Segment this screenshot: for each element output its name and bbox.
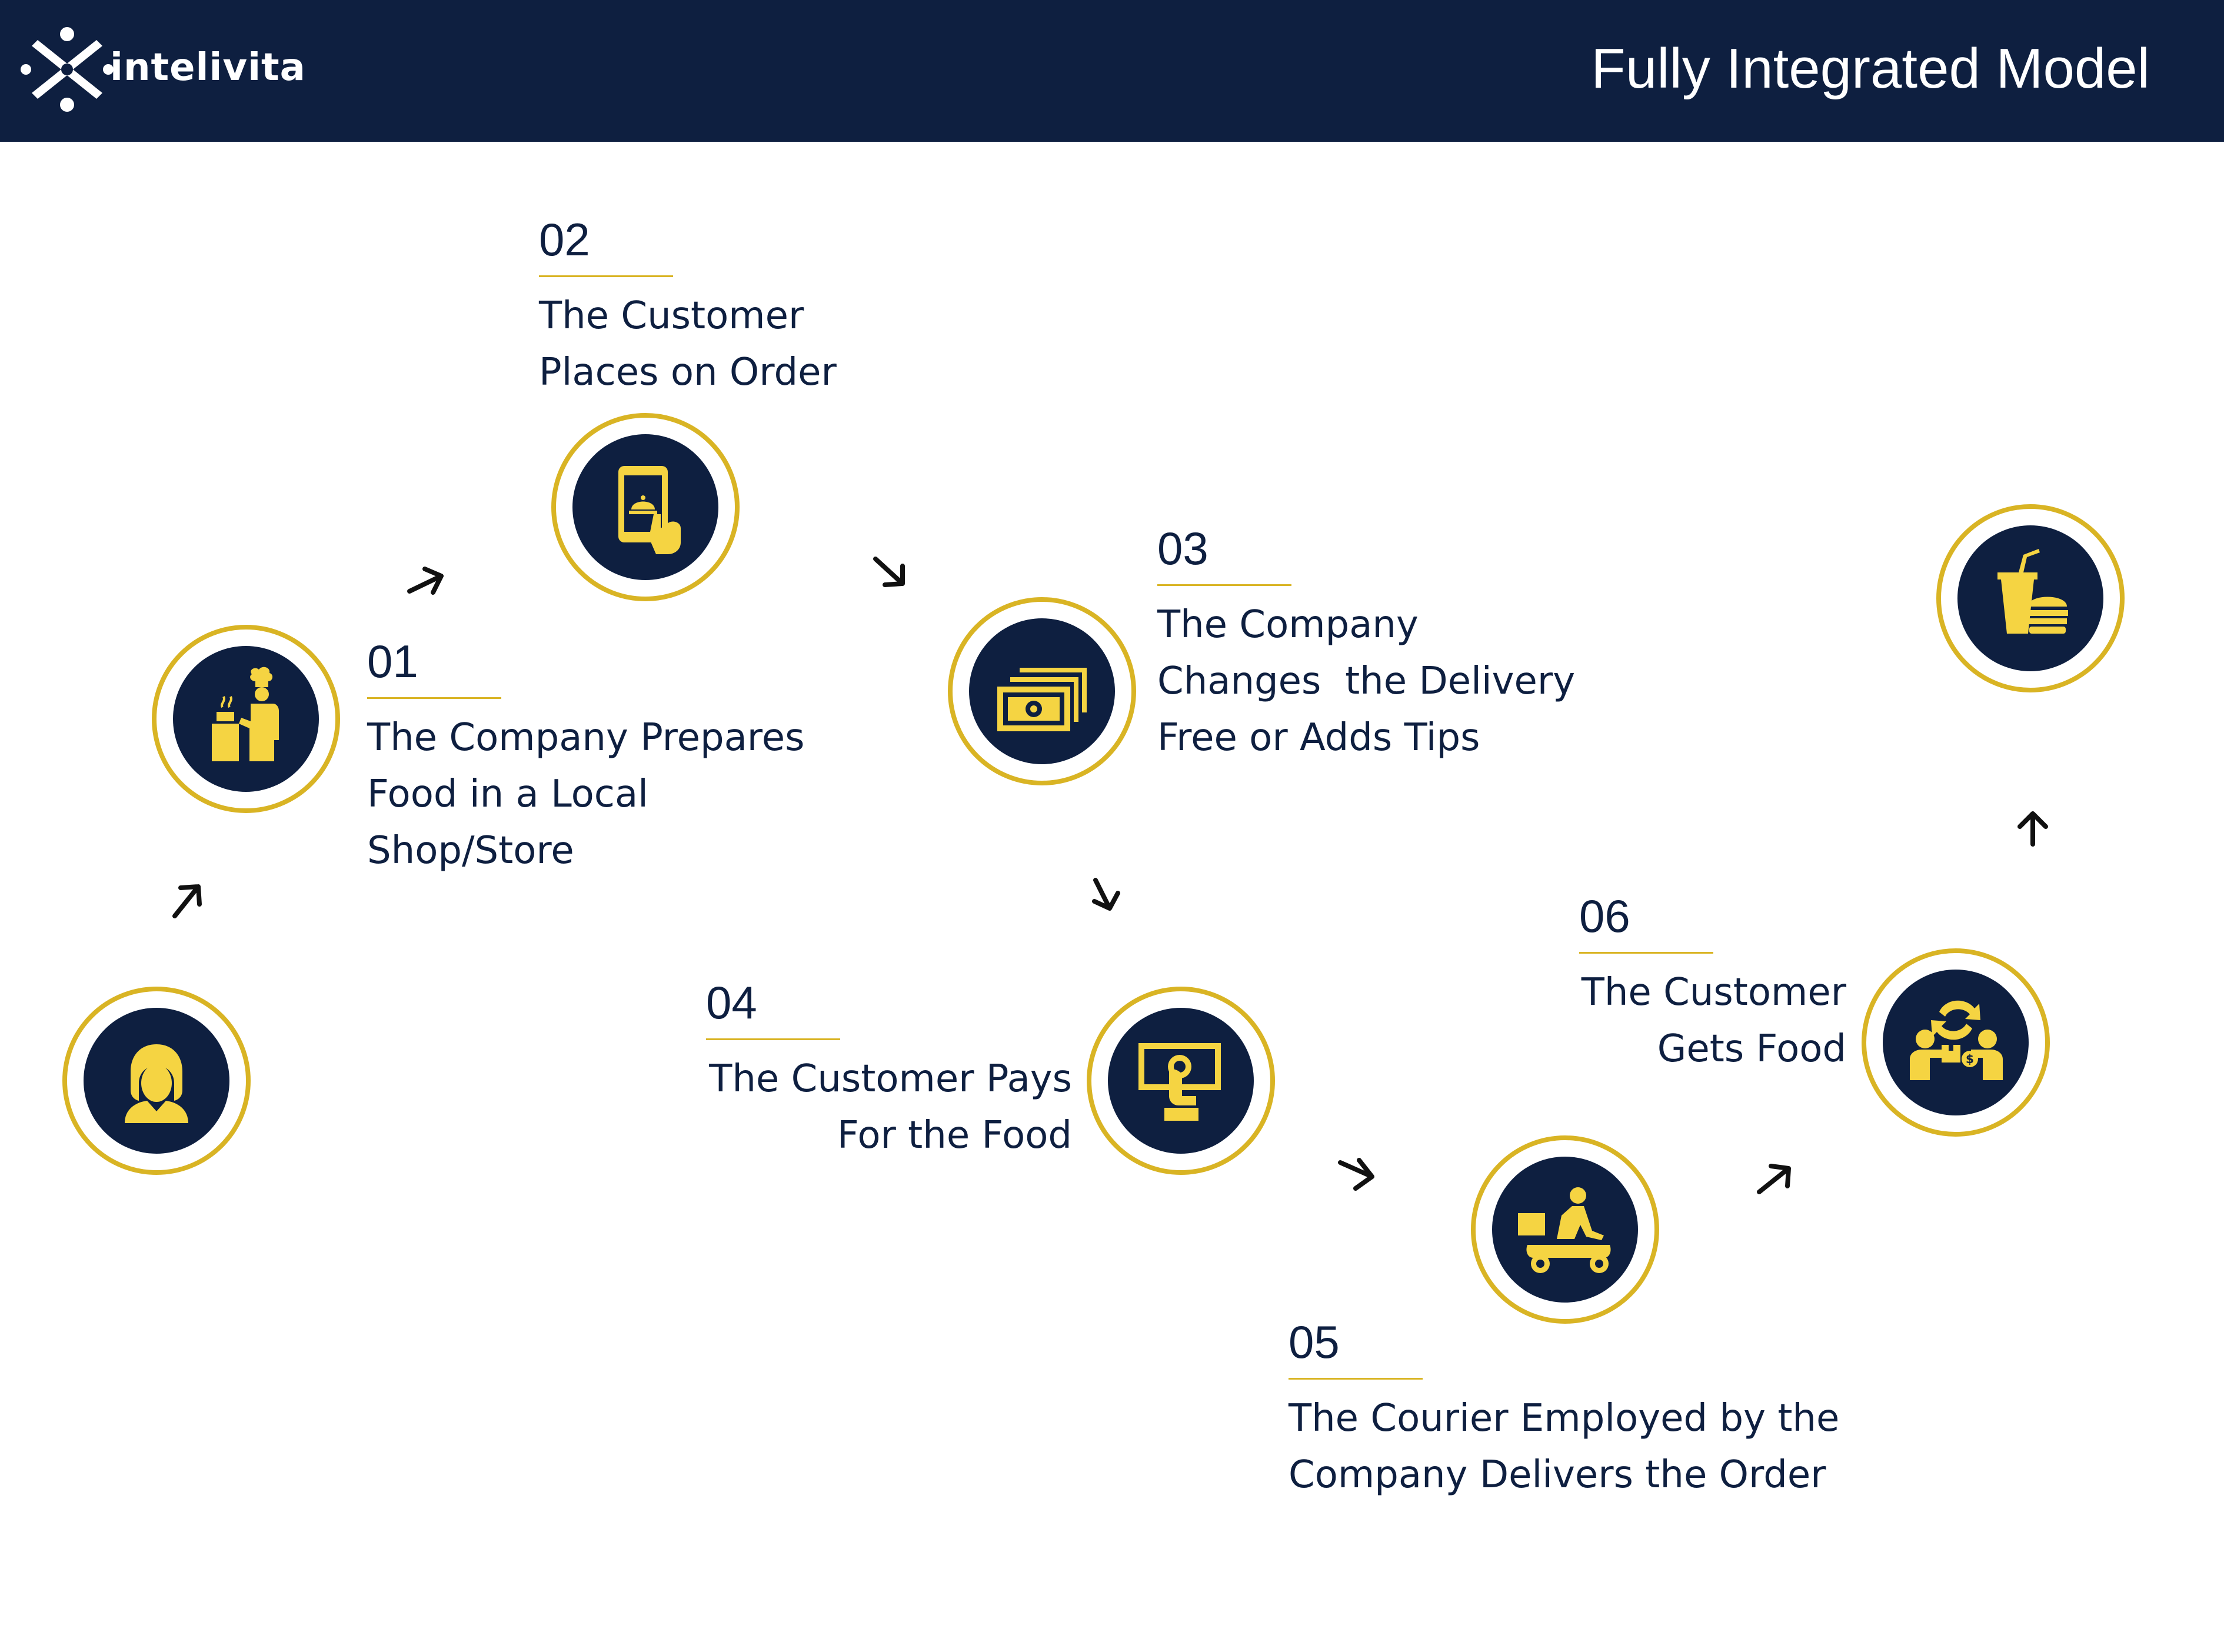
delivery-scooter-icon	[1518, 1187, 1611, 1273]
arrow-right-icon	[407, 567, 444, 595]
arrow-down-right-icon	[873, 557, 905, 587]
step-04-text: 04 The Customer Pays For the Food	[706, 980, 1072, 1164]
step-06-text: 06 The Customer Gets Food	[1579, 893, 1846, 1077]
step-05-number: 05	[1289, 1316, 1340, 1368]
step-02-label: The Customer Places on Order	[539, 294, 837, 394]
step-01-text: 01 The Company Prepares Food in a Local …	[367, 638, 838, 879]
arrow-up-right-icon	[1757, 1164, 1791, 1194]
step-01-number: 01	[367, 635, 418, 687]
step-06-number: 06	[1579, 890, 1630, 942]
step-03-text: 03 The Company Changes the Delivery Free…	[1157, 525, 1687, 766]
step-02-rule	[539, 275, 673, 277]
hand-cash-icon	[1138, 1043, 1221, 1121]
svg-text:$: $	[1966, 1052, 1974, 1066]
step-03-label: The Company Changes the Delivery Free or…	[1157, 603, 1576, 760]
step-06-rule	[1579, 952, 1713, 954]
arrow-up-icon	[2017, 811, 2048, 847]
customer-node	[62, 987, 251, 1175]
arrow-down-right-icon	[1338, 1158, 1374, 1191]
step-01-label: The Company Prepares Food in a Local Sho…	[367, 716, 805, 872]
tablet-order-icon	[618, 466, 681, 554]
step-02-number: 02	[539, 214, 590, 265]
step-03-rule	[1157, 584, 1291, 586]
step-05-text: 05 The Courier Employed by the Company D…	[1289, 1319, 1936, 1503]
page-title: Fully Integrated Model	[1591, 37, 2150, 100]
step-01-node	[152, 625, 340, 813]
step-02-node	[551, 413, 740, 601]
customer-icon	[125, 1044, 188, 1123]
cash-stack-icon	[997, 668, 1087, 731]
arrow-down-icon	[1092, 878, 1120, 911]
step-04-label: The Customer Pays For the Food	[709, 1057, 1072, 1157]
step-01-rule	[367, 697, 501, 699]
fast-food-node	[1936, 504, 2125, 692]
step-05-label: The Courier Employed by the Company Deli…	[1289, 1397, 1840, 1497]
step-03-number: 03	[1157, 522, 1208, 574]
arrow-up-right-icon	[172, 884, 202, 918]
header-bar: intelivita Fully Integrated Model	[0, 0, 2224, 142]
step-06-node: $	[1862, 948, 2050, 1137]
exchange-icon: $	[1910, 1000, 2003, 1080]
step-05-rule	[1289, 1378, 1423, 1380]
step-05-node	[1471, 1135, 1659, 1324]
brand-name: intelivita	[110, 46, 306, 89]
step-02-text: 02 The Customer Places on Order	[539, 217, 951, 401]
fast-food-icon	[1997, 549, 2068, 634]
chef-icon	[212, 667, 279, 761]
step-04-number: 04	[706, 977, 757, 1028]
intelivita-logo-icon	[21, 27, 114, 112]
step-06-label: The Customer Gets Food	[1581, 971, 1846, 1071]
step-03-node	[948, 597, 1136, 785]
step-04-rule	[706, 1038, 840, 1040]
step-04-node	[1087, 987, 1275, 1175]
